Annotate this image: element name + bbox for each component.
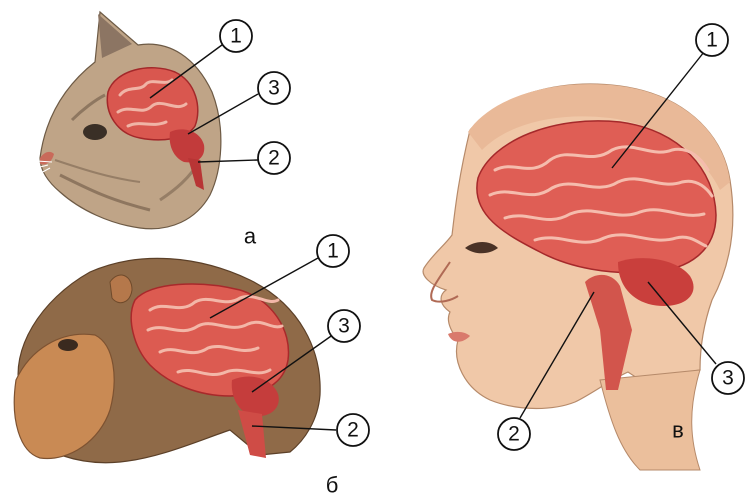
human-head-illustration <box>423 84 733 470</box>
monkey-marker-1: 1 <box>317 235 349 267</box>
monkey-figure: 1 3 2 б <box>14 235 369 498</box>
cat-head-illustration <box>20 12 221 229</box>
human-marker-1-number: 1 <box>706 29 718 52</box>
human-marker-2-number: 2 <box>508 423 520 446</box>
cat-marker-2: 2 <box>258 142 290 174</box>
monkey-figure-letter: б <box>326 473 339 498</box>
cat-marker-3: 3 <box>258 72 290 104</box>
cat-figure: 1 3 2 а <box>20 12 290 249</box>
human-marker-3: 3 <box>712 362 744 394</box>
monkey-marker-2: 2 <box>337 414 369 446</box>
monkey-marker-3: 3 <box>328 310 360 342</box>
cat-marker-1: 1 <box>220 20 252 52</box>
monkey-marker-1-number: 1 <box>327 240 339 263</box>
monkey-head-illustration <box>14 258 320 462</box>
monkey-marker-2-number: 2 <box>347 419 359 442</box>
cat-figure-letter: а <box>244 224 257 249</box>
human-marker-3-number: 3 <box>722 367 734 390</box>
cat-marker-2-number: 2 <box>268 147 280 170</box>
human-marker-1: 1 <box>696 24 728 56</box>
monkey-marker-3-number: 3 <box>338 315 350 338</box>
cat-marker-3-number: 3 <box>268 77 280 100</box>
human-figure: 1 2 3 в <box>423 24 744 470</box>
cat-marker-1-number: 1 <box>230 25 242 48</box>
human-marker-2: 2 <box>498 418 530 450</box>
human-figure-letter: в <box>672 418 684 443</box>
